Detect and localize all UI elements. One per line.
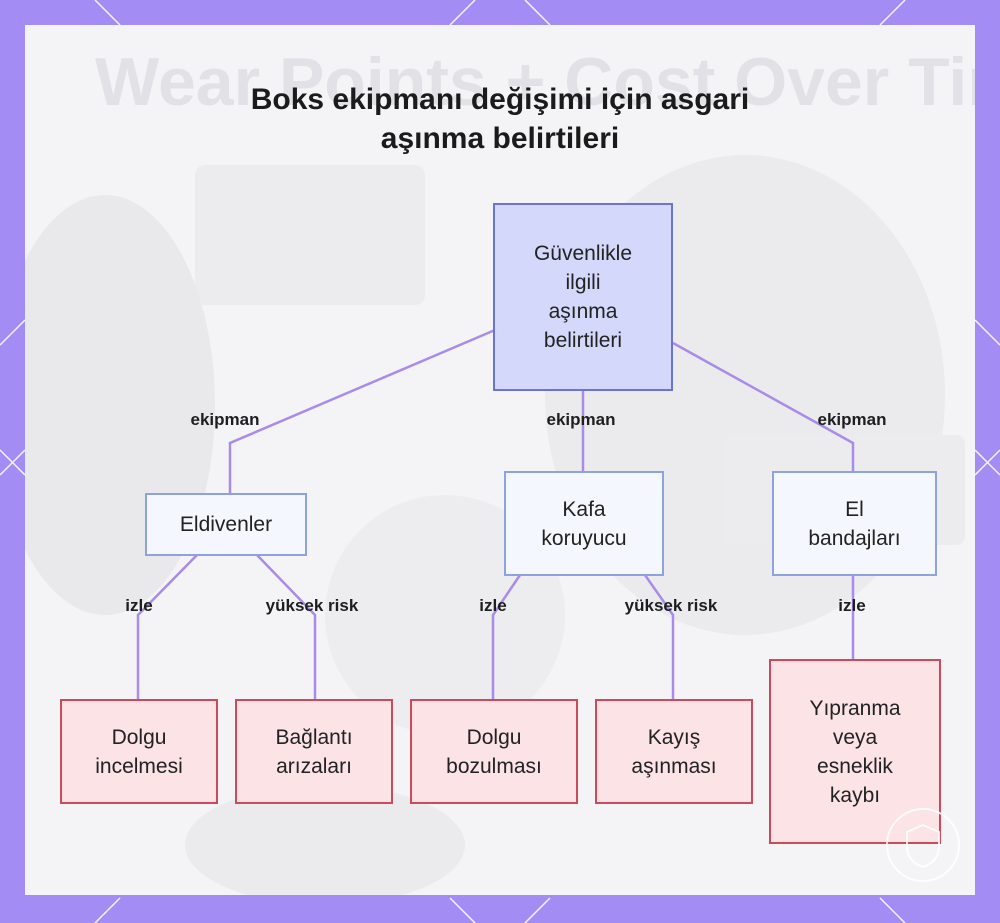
edge-label-headgear-strap: yüksek risk [625,596,718,616]
node-safety-wear-signs: Güvenlikle ilgili aşınma belirtileri [493,203,673,391]
node-padding-thinning: Dolgu incelmesi [60,699,218,804]
edge-headgear-strap [645,575,673,699]
edge-label-gloves-padding: izle [125,596,152,616]
edge-gloves-closure [257,555,315,699]
edge-label-headgear-padding: izle [479,596,506,616]
edge-root-wraps [673,343,853,471]
watermark-badge-icon [883,805,963,885]
node-hand-wraps: El bandajları [772,471,937,576]
edge-label-root-wraps: ekipman [818,410,887,430]
edge-root-gloves [230,330,495,493]
node-padding-breakdown: Dolgu bozulması [410,699,578,804]
diagram-panel: Wear Points + Cost Over Time Boks ekipma… [25,25,975,895]
node-gloves: Eldivenler [145,493,307,556]
edge-headgear-padding [493,575,520,699]
node-strap-wear: Kayış aşınması [595,699,753,804]
edge-label-gloves-closure: yüksek risk [266,596,359,616]
node-headgear: Kafa koruyucu [504,471,664,576]
edge-gloves-padding [138,555,197,699]
edge-label-wraps-fraying: izle [838,596,865,616]
node-closure-failures: Bağlantı arızaları [235,699,393,804]
edge-label-root-gloves: ekipman [191,410,260,430]
edge-label-root-headgear: ekipman [547,410,616,430]
